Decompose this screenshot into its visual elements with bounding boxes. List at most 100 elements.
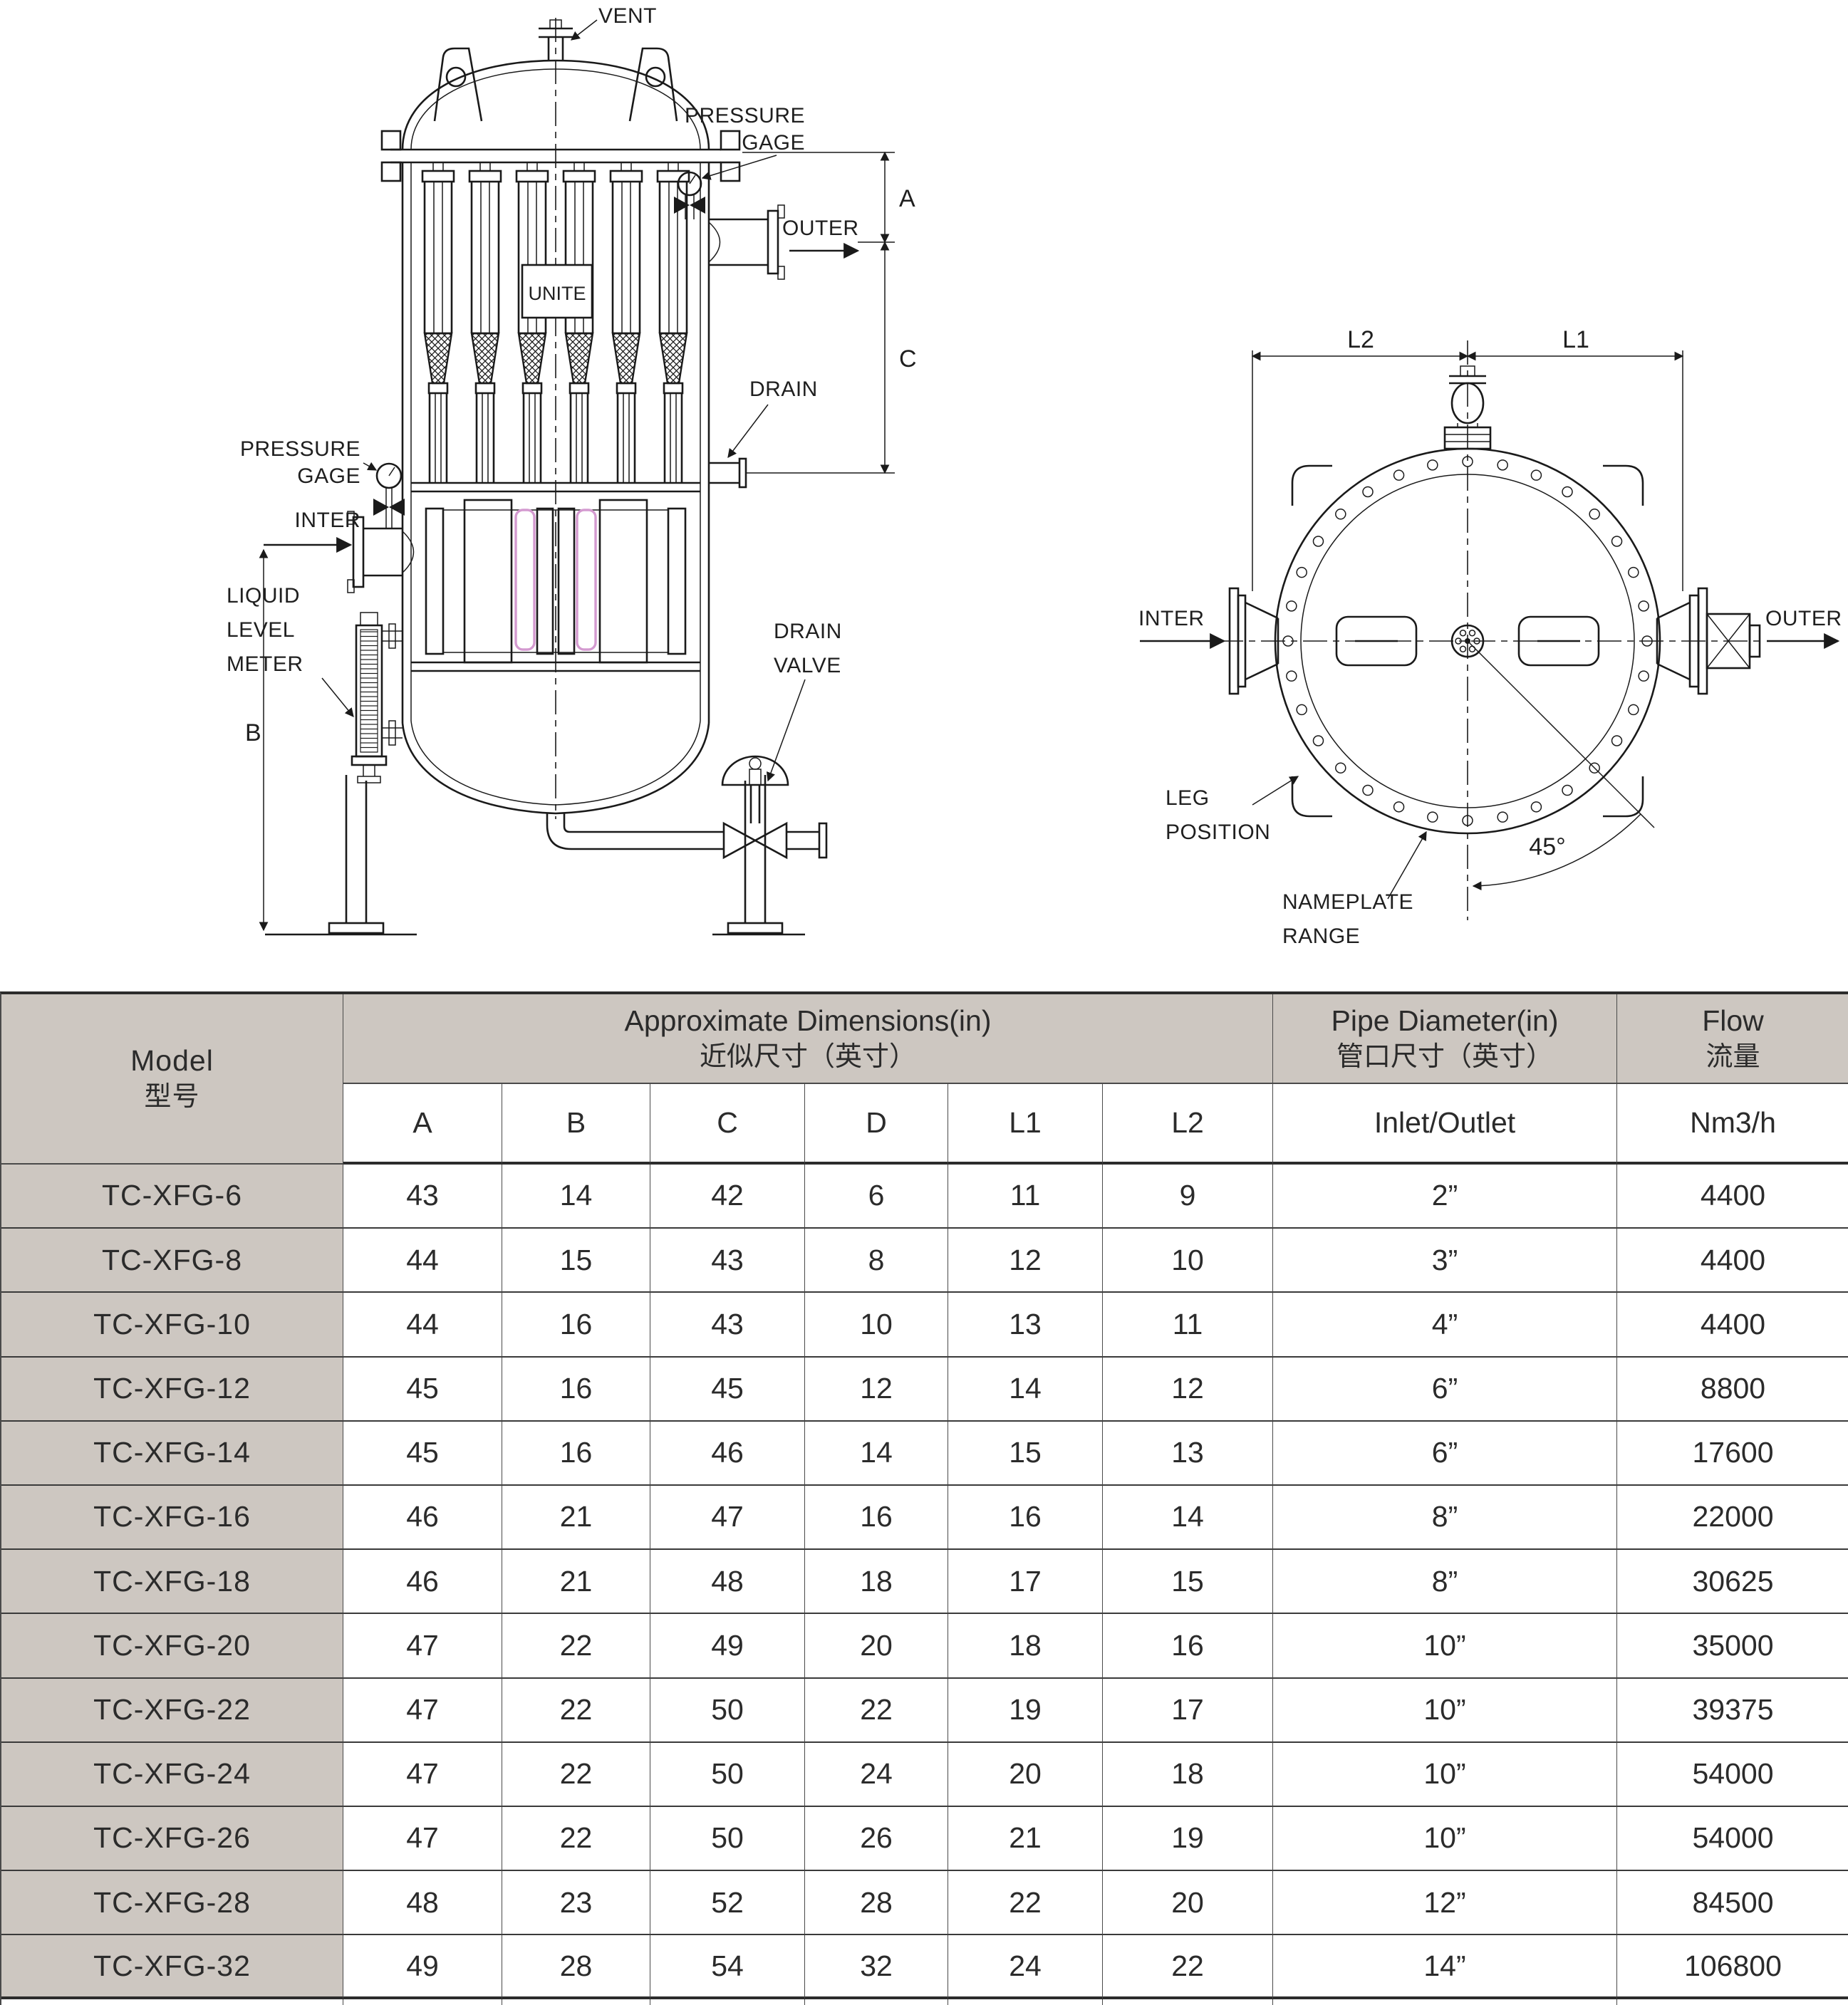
flange-inner-circle [1300, 474, 1635, 808]
a-cell: 45 [343, 1357, 502, 1422]
d-cell: 28 [805, 1871, 948, 1936]
l2-cell: 9 [1103, 1165, 1273, 1229]
l1-cell: 14 [948, 1357, 1103, 1422]
l2-cell: 22 [1103, 1935, 1273, 2000]
model-cell: TC-XFG-10 [1, 1293, 343, 1358]
sub-header-l1: L1 [948, 1084, 1103, 1165]
model-cell: TC-XFG-26 [1, 1806, 343, 1872]
drain-valve-label: DRAIN [774, 620, 842, 643]
flow-cell: 54000 [1617, 1807, 1848, 1872]
lifting-lug-right [628, 47, 678, 122]
sub-header-d: D [805, 1084, 948, 1165]
flow-cell: 39375 [1617, 1679, 1848, 1743]
flow-cell: 106800 [1617, 1935, 1848, 2000]
top-head [401, 59, 710, 150]
lifting-lug-left [433, 47, 483, 122]
inlet-cell: 6” [1273, 1421, 1617, 1486]
flow-header: Flow 流量 [1617, 994, 1848, 1084]
liquid-level-meter [351, 612, 403, 783]
c-cell: 49 [650, 1614, 805, 1679]
l1-cell: 20 [948, 1742, 1103, 1807]
l2-cell: 11 [1103, 1293, 1273, 1358]
drain-leader [727, 404, 769, 459]
flow-cell: 17600 [1617, 1422, 1848, 1486]
nameplate-leader [1387, 830, 1427, 900]
shell-wall [401, 162, 710, 723]
bottom-head [401, 722, 710, 815]
flow-cell: 4400 [1617, 1293, 1848, 1358]
inlet-cell: 14” [1273, 1935, 1617, 2000]
c-cell: 50 [650, 1806, 805, 1872]
b-cell: 16 [502, 1357, 650, 1422]
c-cell: 48 [650, 1550, 805, 1615]
top-view-outer-nozzle [1656, 587, 1761, 695]
partial-row-cell [502, 1999, 650, 2005]
dim-a-label: A [899, 185, 915, 212]
c-cell: 42 [650, 1165, 805, 1229]
l2-cell: 16 [1103, 1614, 1273, 1679]
dim-c-label: C [899, 345, 917, 373]
c-cell: 54 [650, 1935, 805, 2000]
b-cell: 22 [502, 1742, 650, 1807]
drain-valve-leader [766, 679, 806, 782]
partial-row-cell [343, 1999, 502, 2005]
l2-cell: 15 [1103, 1550, 1273, 1615]
technical-drawing: VENT [227, 4, 1842, 948]
model-header: Model 型号 [1, 994, 343, 1165]
a-cell: 47 [343, 1678, 502, 1743]
a-cell: 48 [343, 1871, 502, 1936]
d-cell: 6 [805, 1165, 948, 1229]
pressure-gage-top-leader [701, 155, 777, 180]
partial-row-cell [1273, 1999, 1617, 2005]
model-cell: TC-XFG-6 [1, 1165, 343, 1229]
l2-cell: 10 [1103, 1229, 1273, 1293]
a-cell: 47 [343, 1806, 502, 1872]
dim-l1-label: L1 [1562, 326, 1589, 353]
l2-cell: 19 [1103, 1806, 1273, 1872]
middle-internals [411, 499, 700, 672]
inlet-cell: 12” [1273, 1871, 1617, 1936]
pipe-dia-en: Pipe Diameter(in) [1331, 1004, 1559, 1037]
flow-cell: 4400 [1617, 1229, 1848, 1293]
d-cell: 16 [805, 1485, 948, 1551]
l1-cell: 12 [948, 1229, 1103, 1293]
vent-leader [570, 19, 598, 41]
l1-cell: 15 [948, 1421, 1103, 1486]
unite-tag-label: UNITE [529, 283, 586, 304]
model-cell: TC-XFG-32 [1, 1935, 343, 2000]
approx-dims-cn: 近似尺寸（英寸） [699, 1041, 916, 1072]
l2-cell: 17 [1103, 1678, 1273, 1743]
l2-cell: 14 [1103, 1485, 1273, 1551]
inlet-cell: 10” [1273, 1614, 1617, 1679]
flow-cell: 30625 [1617, 1550, 1848, 1615]
d-cell: 24 [805, 1742, 948, 1807]
outer-nozzle [708, 204, 785, 280]
sub-header-l2: L2 [1103, 1084, 1273, 1165]
model-cell: TC-XFG-24 [1, 1742, 343, 1807]
a-cell: 46 [343, 1550, 502, 1615]
flow-cell: 35000 [1617, 1614, 1848, 1679]
flow-cell: 84500 [1617, 1871, 1848, 1936]
sub-header-inlet: Inlet/Outlet [1273, 1084, 1617, 1165]
leg-position-leader [1252, 776, 1299, 806]
leg-position-label2: POSITION [1166, 821, 1270, 844]
b-cell: 16 [502, 1421, 650, 1486]
b-cell: 22 [502, 1678, 650, 1743]
l1-cell: 17 [948, 1550, 1103, 1615]
unite-tag-box [521, 264, 593, 319]
filter-slot-left [514, 509, 536, 651]
body-flange [380, 130, 741, 182]
model-cell: TC-XFG-16 [1, 1485, 343, 1551]
l2-cell: 20 [1103, 1871, 1273, 1936]
top-view-inter-nozzle [1228, 587, 1279, 695]
l1-cell: 24 [948, 1935, 1103, 2000]
model-cell: TC-XFG-12 [1, 1357, 343, 1422]
partial-row-cell [805, 1999, 948, 2005]
l2-cell: 18 [1103, 1742, 1273, 1807]
pressure-gage-left-label: PRESSURE [240, 437, 360, 461]
top-inter-label: INTER [1138, 607, 1205, 630]
model-cell: TC-XFG-8 [1, 1229, 343, 1293]
inlet-cell: 3” [1273, 1229, 1617, 1293]
model-header-cn: 型号 [144, 1082, 200, 1113]
sub-header-c: C [650, 1084, 805, 1165]
